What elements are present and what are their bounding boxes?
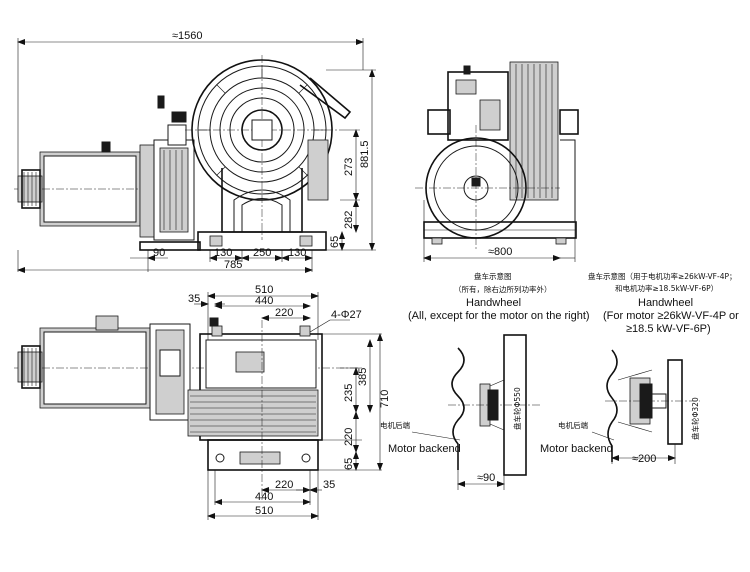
hw-b-subtitle-1: (For motor ≥26kW-VF-4P or bbox=[603, 310, 739, 322]
hw-b-wheel bbox=[667, 359, 683, 445]
hw-b-caption-cn-1: 盘车示意图（用于电机功率≥26kW-VF-4P； bbox=[588, 271, 737, 281]
dim-plan-bot-220: 220 bbox=[275, 479, 293, 491]
hw-a-subtitle: (All, except for the motor on the right) bbox=[408, 310, 590, 322]
dim-width-785: 785 bbox=[224, 259, 242, 271]
dim-plan-top-510: 510 bbox=[255, 284, 273, 296]
handwheel-b: 盘车示意图（用于电机功率≥26kW-VF-4P； 和电机功率≥18.5kW-VF… bbox=[540, 271, 739, 465]
plan-motor bbox=[14, 315, 360, 421]
dim-width-130-left: 130 bbox=[214, 247, 232, 259]
dim-plan-220v: 220 bbox=[343, 428, 355, 446]
side-view: ≈800 bbox=[415, 61, 579, 262]
brake-arm bbox=[299, 77, 352, 120]
dim-width-90: 90 bbox=[153, 247, 165, 259]
motor bbox=[14, 95, 195, 241]
brake-block bbox=[307, 139, 329, 201]
hw-b-motor-end bbox=[606, 349, 618, 462]
hw-a-caption-cn-2: （所有，除右边所列功率外） bbox=[454, 284, 552, 294]
dim-height-282: 282 bbox=[343, 211, 355, 229]
dim-plan-65: 65 bbox=[343, 458, 355, 470]
dim-plan-top-440: 440 bbox=[255, 295, 273, 307]
dim-plan-bot-510: 510 bbox=[255, 505, 273, 517]
dim-plan-385: 385 bbox=[357, 368, 369, 386]
traction-sheave bbox=[185, 55, 340, 240]
dim-width-130-right: 130 bbox=[288, 247, 306, 259]
hw-b-subtitle-2: ≥18.5 kW-VF-6P) bbox=[626, 323, 711, 335]
dim-height-273: 273 bbox=[343, 158, 355, 176]
dim-plan-top-220: 220 bbox=[275, 307, 293, 319]
hw-b-diameter: 盘车轮Φ320 bbox=[690, 397, 700, 440]
dim-width-250: 250 bbox=[253, 247, 271, 259]
brake-housing bbox=[447, 71, 509, 141]
hw-b-caption-cn-2: 和电机功率≥18.5kW-VF-6P） bbox=[615, 283, 718, 293]
hw-a-label-cn: 电机后端 bbox=[380, 420, 410, 430]
handwheel-a: 盘车示意图 （所有，除右边所列功率外） Handwheel (All, exce… bbox=[380, 271, 590, 490]
dim-height-65: 65 bbox=[329, 236, 341, 248]
dim-plan-top-35: 35 bbox=[188, 293, 200, 305]
hw-a-title: Handwheel bbox=[466, 297, 521, 309]
hw-a-caption-cn-1: 盘车示意图 bbox=[474, 271, 512, 281]
dim-width-800: ≈800 bbox=[488, 246, 512, 258]
dim-plan-holes: 4-Φ27 bbox=[331, 309, 362, 321]
front-view: ≈1560 bbox=[14, 30, 376, 273]
dim-overall-width: ≈1560 bbox=[172, 30, 203, 42]
hw-b-title: Handwheel bbox=[638, 297, 693, 309]
dim-plan-235: 235 bbox=[343, 384, 355, 402]
hw-b-label-cn: 电机后端 bbox=[558, 420, 588, 430]
hw-a-label-en: Motor backend bbox=[388, 443, 461, 455]
plan-view: 510 35 440 220 4-Φ27 bbox=[14, 284, 391, 520]
dim-plan-bot-35: 35 bbox=[323, 479, 335, 491]
dim-height-881: 881.5 bbox=[359, 140, 371, 168]
base-plate bbox=[197, 231, 327, 251]
plan-sheave bbox=[187, 389, 319, 437]
hw-a-motor-end bbox=[451, 347, 465, 470]
hw-a-diameter: 盘车轮Φ550 bbox=[512, 387, 522, 430]
hw-b-label-en: Motor backend bbox=[540, 443, 613, 455]
plan-base bbox=[207, 439, 319, 471]
hw-b-offset: ≈200 bbox=[632, 453, 656, 465]
dim-plan-bot-440: 440 bbox=[255, 491, 273, 503]
dim-plan-710: 710 bbox=[379, 390, 391, 408]
hw-a-offset: ≈90 bbox=[477, 472, 495, 484]
